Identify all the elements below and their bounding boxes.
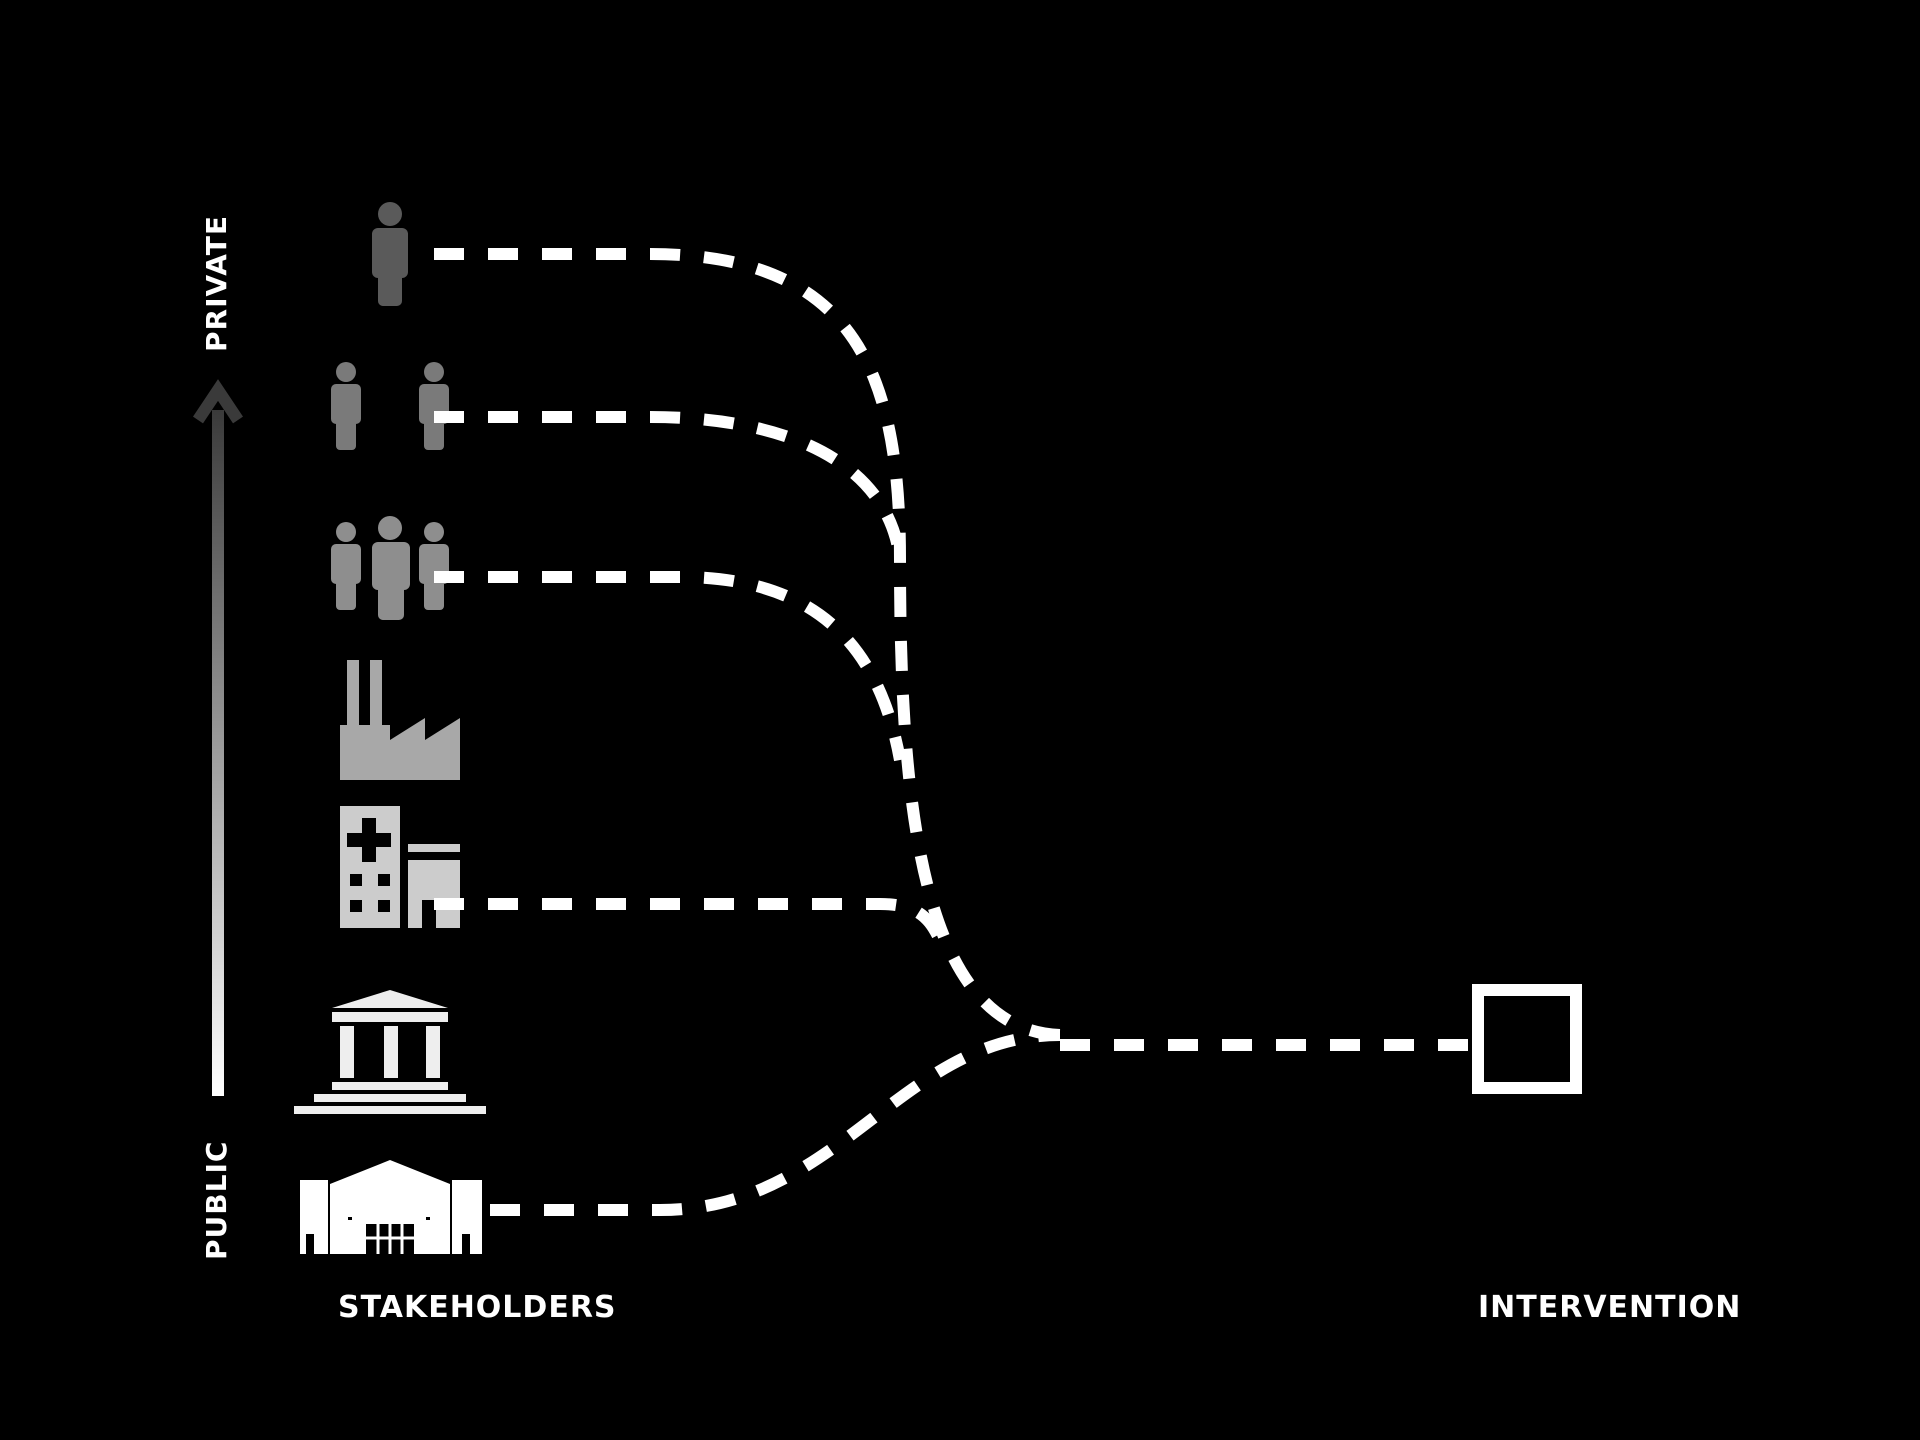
factory-icon	[340, 660, 460, 780]
public-private-axis-arrow	[193, 379, 243, 1096]
stakeholders-label: STAKEHOLDERS	[338, 1290, 617, 1325]
intervention-square	[1472, 984, 1582, 1094]
connection-line-person	[434, 248, 1061, 1041]
two-people-icon	[331, 362, 449, 450]
government-building-icon	[294, 990, 486, 1114]
public-hall-icon	[300, 1160, 482, 1254]
person-icon	[372, 202, 408, 306]
group-icon	[331, 516, 449, 620]
connection-line-group	[434, 571, 906, 762]
connection-line-two-people	[434, 411, 906, 561]
intervention-label: INTERVENTION	[1478, 1290, 1742, 1325]
connection-line-hospital	[434, 898, 946, 943]
connection-line-public-hall	[490, 1029, 1061, 1216]
hospital-icon	[340, 806, 460, 928]
connection-lines	[434, 248, 1470, 1216]
axis-bottom-label: PUBLIC	[200, 1140, 233, 1260]
axis-top-label: PRIVATE	[200, 215, 233, 352]
